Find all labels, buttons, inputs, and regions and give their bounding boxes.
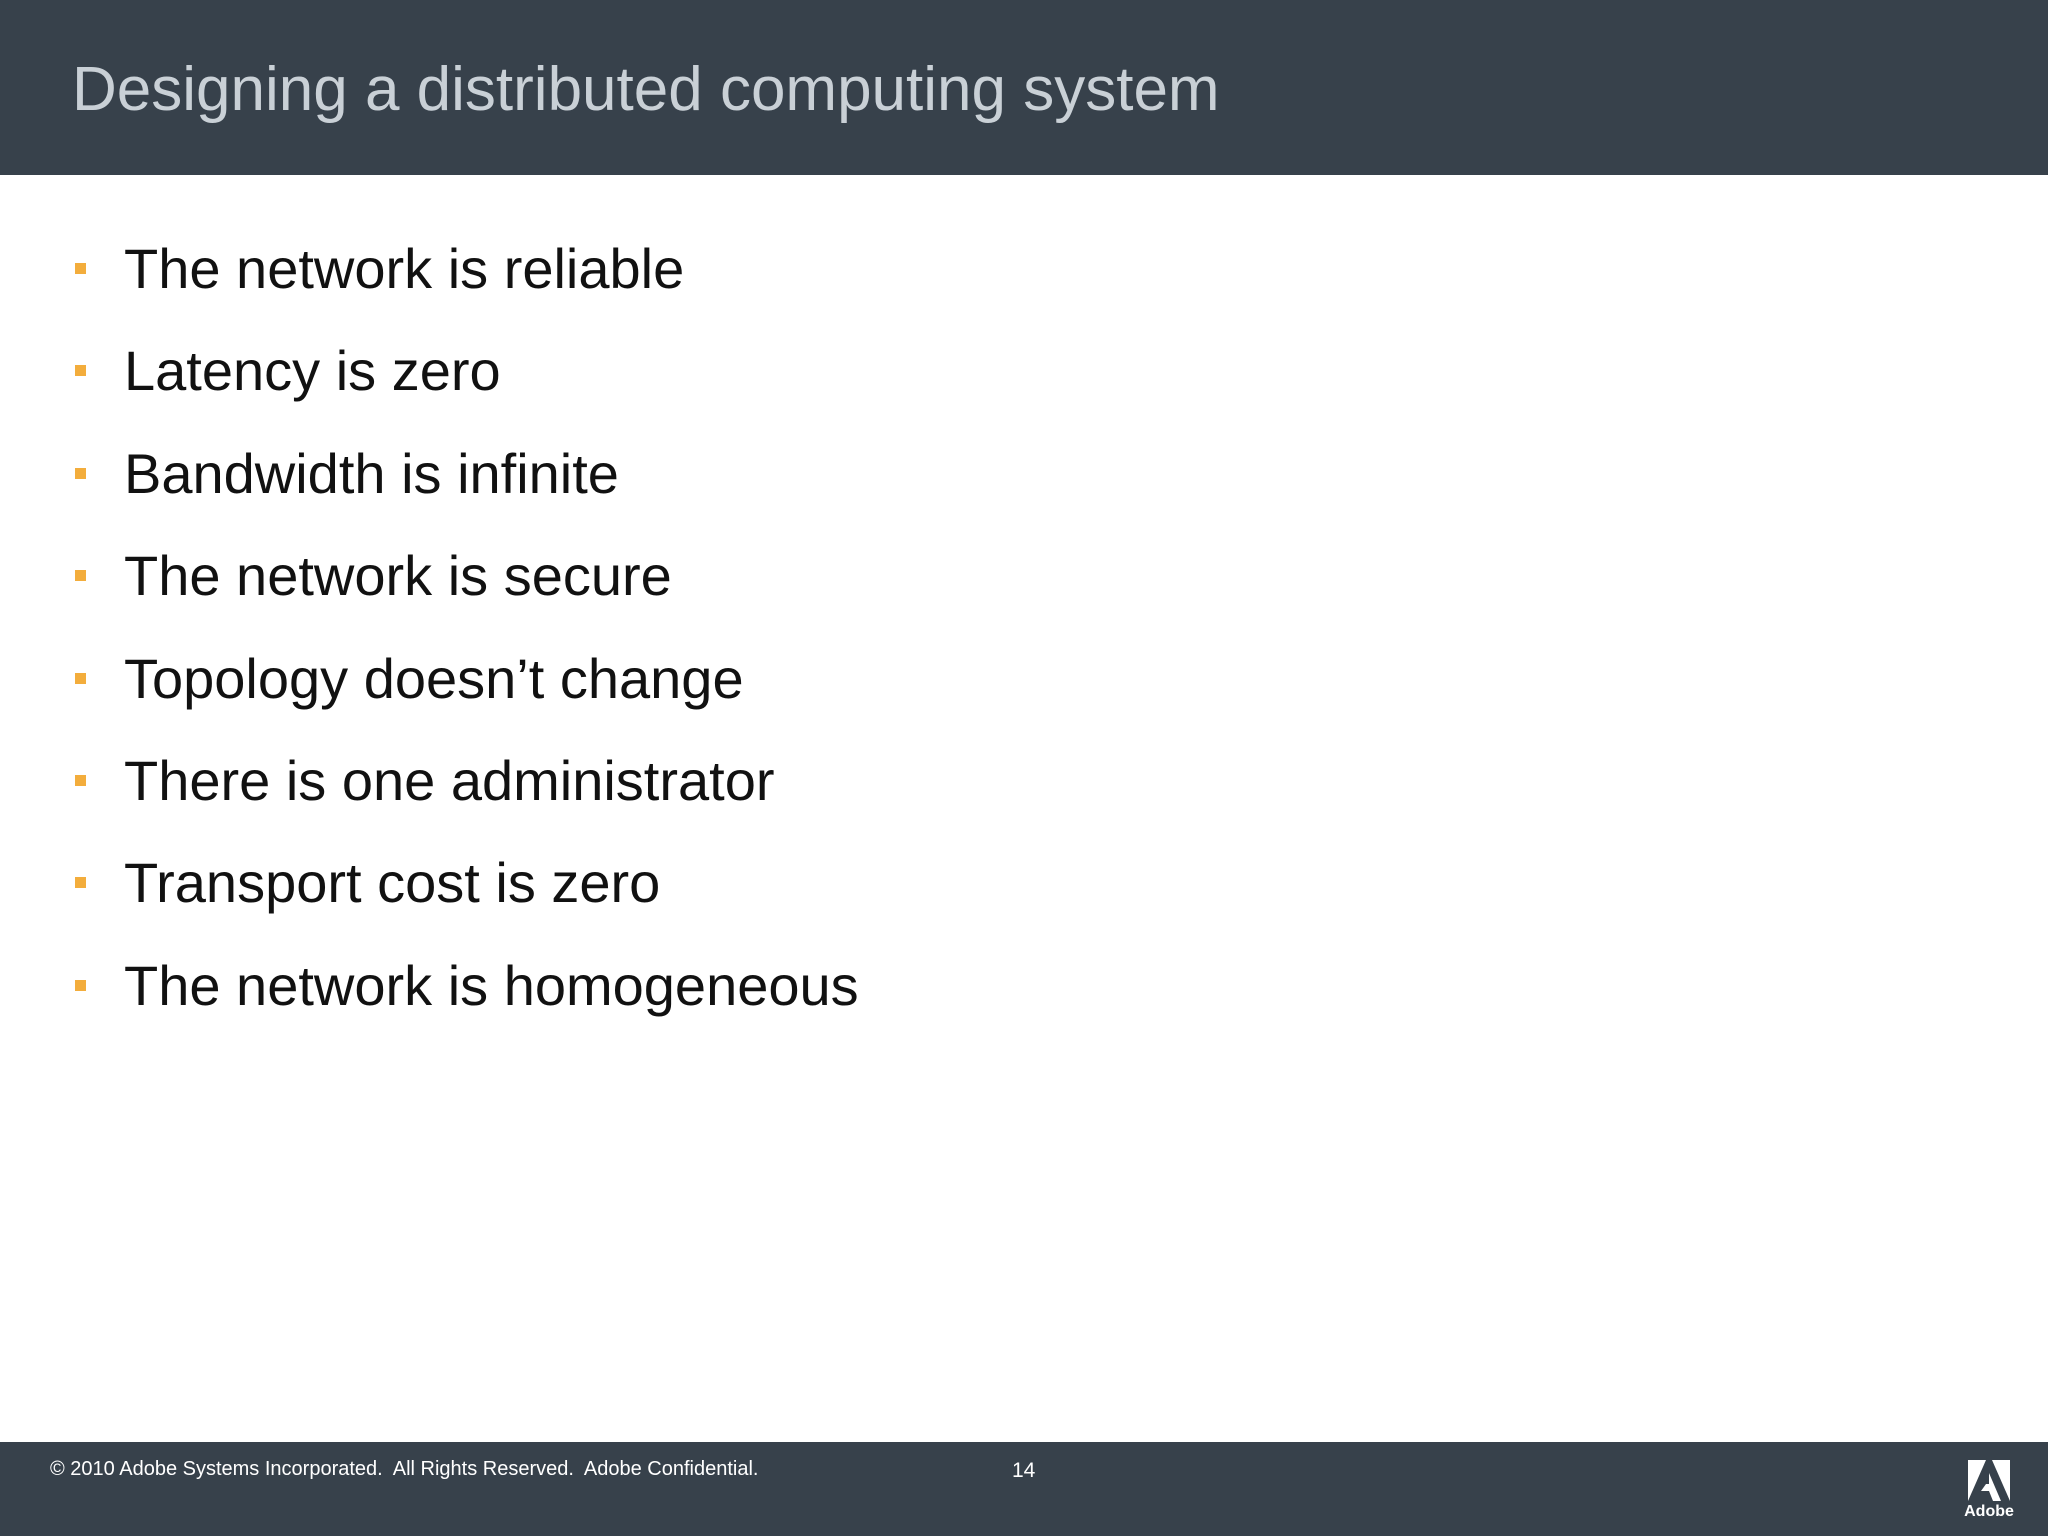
slide-header (0, 0, 2048, 175)
square-bullet-icon (75, 365, 86, 376)
square-bullet-icon (75, 775, 86, 786)
adobe-logo: Adobe (1960, 1460, 2018, 1524)
bullet-text: Bandwidth is infinite (124, 442, 619, 505)
bullet-text: The network is secure (124, 544, 672, 607)
square-bullet-icon (75, 570, 86, 581)
slide-title: Designing a distributed computing system (72, 55, 1220, 124)
adobe-logo-icon (1968, 1460, 2010, 1501)
bullet-text: There is one administrator (124, 749, 775, 812)
bullet-text: The network is homogeneous (124, 954, 859, 1017)
page-number: 14 (1012, 1459, 1036, 1482)
slide-footer (0, 1442, 2048, 1536)
square-bullet-icon (75, 263, 86, 274)
bullet-text: The network is reliable (124, 237, 685, 300)
square-bullet-icon (75, 980, 86, 991)
square-bullet-icon (75, 673, 86, 684)
bullet-text: Transport cost is zero (124, 851, 661, 914)
footer-copyright: © 2010 Adobe Systems Incorporated. All R… (50, 1458, 759, 1480)
bullet-text: Latency is zero (124, 339, 501, 402)
square-bullet-icon (75, 877, 86, 888)
square-bullet-icon (75, 468, 86, 479)
bullet-text: Topology doesn’t change (124, 647, 744, 710)
adobe-wordmark: Adobe (1964, 1503, 2014, 1520)
